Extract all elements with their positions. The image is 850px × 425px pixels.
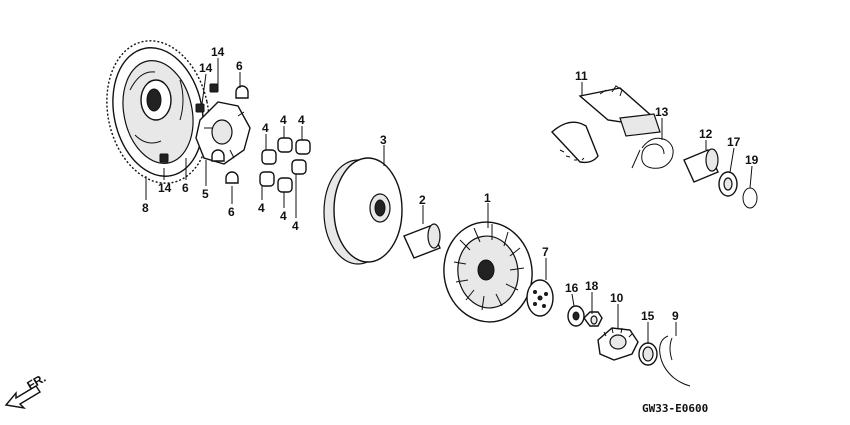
- drawing-code: GW33-E0600: [642, 402, 708, 415]
- callout-11: 11: [575, 69, 588, 83]
- callout-18: 18: [585, 279, 599, 293]
- weight-roller-part[interactable]: [259, 137, 311, 193]
- callout-16: 16: [565, 281, 579, 295]
- leader-lines: [145, 58, 753, 344]
- collar-part[interactable]: [403, 223, 441, 259]
- callout-6a: 6: [236, 59, 243, 73]
- wire-clip-part[interactable]: [659, 335, 691, 387]
- ring-gear-part[interactable]: [94, 31, 222, 193]
- callout-4c: 4: [298, 113, 305, 127]
- callout-3: 3: [380, 133, 387, 147]
- callout-4a: 4: [262, 121, 269, 135]
- callout-4b: 4: [280, 113, 287, 127]
- slider-part[interactable]: [211, 85, 249, 184]
- callout-8: 8: [142, 201, 149, 215]
- return-spring-part[interactable]: [631, 137, 674, 169]
- nut-part[interactable]: [583, 311, 603, 327]
- front-direction-indicator: FR.: [4, 371, 49, 410]
- ring-washer-part[interactable]: [638, 342, 658, 366]
- callout-1: 1: [484, 191, 491, 205]
- bolt-part[interactable]: [159, 83, 219, 163]
- callout-15: 15: [641, 309, 655, 323]
- callout-13: 13: [655, 105, 669, 119]
- kick-spindle-part[interactable]: [550, 85, 661, 164]
- drive-face-part[interactable]: [323, 157, 403, 265]
- callout-4f: 4: [292, 219, 299, 233]
- ramp-plate-part[interactable]: [195, 101, 251, 165]
- washer-part[interactable]: [567, 305, 585, 327]
- callout-5: 5: [202, 187, 209, 201]
- spindle-bushing-part[interactable]: [683, 148, 719, 183]
- callout-9: 9: [672, 309, 679, 323]
- callout-19: 19: [745, 153, 759, 167]
- circlip-part[interactable]: [742, 187, 758, 209]
- callout-10: 10: [610, 291, 624, 305]
- callout-14b: 14: [199, 61, 213, 75]
- callout-7: 7: [542, 245, 549, 259]
- front-arrow-icon: [4, 385, 41, 410]
- callout-4d: 4: [258, 201, 265, 215]
- callout-labels: 1 2 3 4 4 4 4 4 4 5 6 6 6 7 8 9 10 11 12…: [142, 45, 759, 323]
- callout-4e: 4: [280, 209, 287, 223]
- starter-driven-gear-part[interactable]: [597, 327, 639, 361]
- flange-plate-part[interactable]: [526, 279, 554, 317]
- flywheel-fan-part[interactable]: [437, 216, 538, 327]
- callout-14c: 14: [158, 181, 172, 195]
- callout-2: 2: [419, 193, 426, 207]
- callout-17: 17: [727, 135, 741, 149]
- callout-14a: 14: [211, 45, 225, 59]
- callout-6b: 6: [182, 181, 189, 195]
- thrust-washer-part[interactable]: [718, 171, 738, 197]
- front-label: FR.: [25, 371, 49, 393]
- callout-12: 12: [699, 127, 713, 141]
- callout-6c: 6: [228, 205, 235, 219]
